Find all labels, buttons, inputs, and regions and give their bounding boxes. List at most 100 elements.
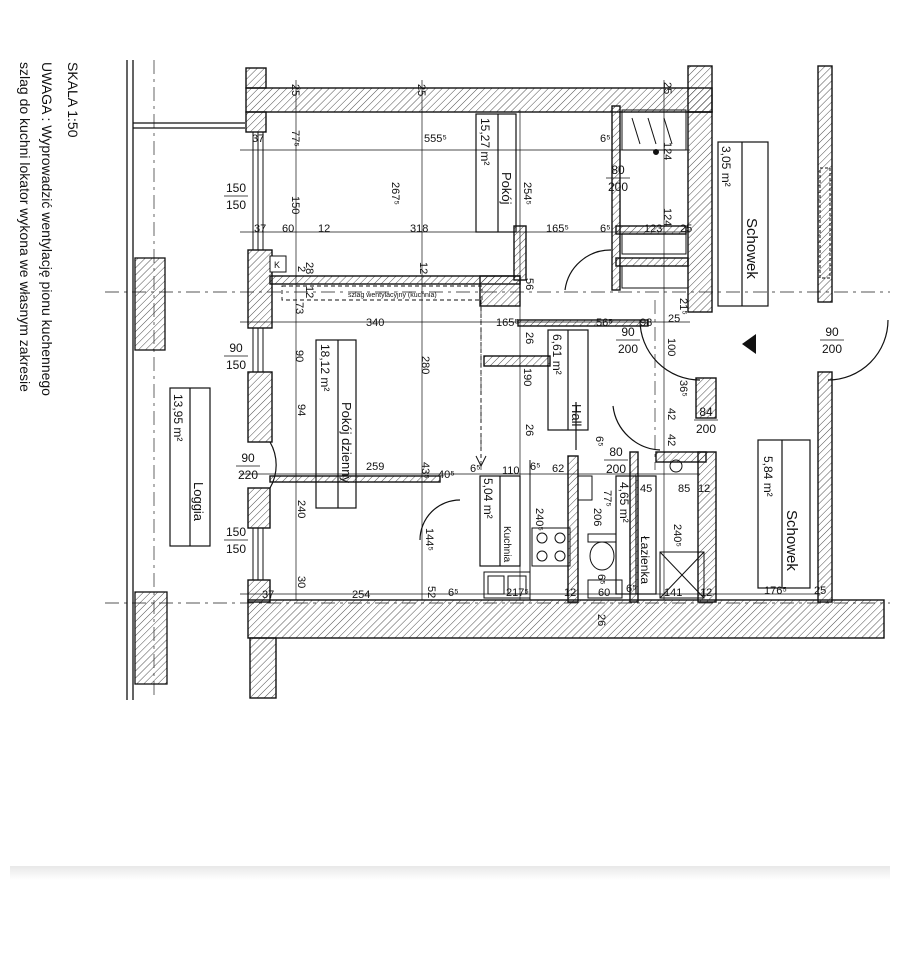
room-area-pokoj: 15,27 m² xyxy=(478,118,492,165)
dimension-label: 21⁵ xyxy=(677,298,689,315)
washbasin-icon xyxy=(577,475,593,501)
dimension-label: 62 xyxy=(552,463,564,475)
opening-labels: 1501509015090220150150802009020090200842… xyxy=(224,163,844,556)
dimension-label: 52 xyxy=(425,586,437,598)
dimension-label: 240 xyxy=(295,500,307,518)
dimension-label: 77⁵ xyxy=(601,490,613,507)
dimension-label: 37 xyxy=(262,589,274,601)
dimension-label: 6⁵ xyxy=(470,463,481,475)
dimension-label: 6⁵ xyxy=(600,223,611,235)
dimension-label: 6⁵ xyxy=(626,583,637,595)
chimney-k-label: K xyxy=(274,260,280,270)
dimension-label: 6⁵ xyxy=(530,461,541,473)
dimension-label: 85 xyxy=(678,483,690,495)
dimension-label: 6⁵ xyxy=(595,574,607,585)
room-area-pokoj-dzienny: 18,12 m² xyxy=(318,344,332,391)
dimension-label: 26 xyxy=(595,614,607,626)
dimension-label: 150 xyxy=(289,196,301,214)
dimension-label: 37 xyxy=(254,223,266,235)
dimension-label: 60 xyxy=(282,223,294,235)
room-name-schowek-top: Schowek xyxy=(743,218,760,279)
dimension-label: 555⁵ xyxy=(424,133,447,145)
room-area-schowek-top: 3,05 m² xyxy=(719,146,733,187)
dimension-label: 318 xyxy=(410,223,428,235)
dimension-label: 56 xyxy=(523,278,535,290)
room-name-pokoj: Pokój xyxy=(499,172,514,205)
dimension-label: 165⁵ xyxy=(546,223,569,235)
opening-height: 200 xyxy=(606,462,626,476)
dimension-label: 26 xyxy=(523,424,535,436)
room-box-schowek-right xyxy=(757,439,811,589)
opening-height: 150 xyxy=(226,358,246,372)
stove-burner-icon xyxy=(536,550,548,562)
dimension-label: 12 xyxy=(303,286,315,298)
dimension-label: 12 xyxy=(700,587,712,599)
scan-bottom-edge xyxy=(10,866,890,880)
opening-width: 80 xyxy=(609,445,623,459)
room-labels xyxy=(169,113,811,595)
room-name-lazienka: Łazienka xyxy=(638,536,652,584)
dimension-label: 123 xyxy=(644,223,662,235)
plan-notes: SKALA 1:50 UWAGA : Wyprowadzić wentylacj… xyxy=(17,62,81,396)
dimension-label: 206 xyxy=(591,508,603,526)
dimension-label: 141 xyxy=(664,587,682,599)
room-name-hall: Hall xyxy=(569,404,584,427)
dimension-label: 26 xyxy=(523,332,535,344)
warning-note-line2: szlag do kuchni lokator wykona we własny… xyxy=(17,62,33,392)
opening-width: 80 xyxy=(611,163,625,177)
stove-burner-icon xyxy=(554,550,566,562)
opening-height: 200 xyxy=(618,342,638,356)
door-swings xyxy=(269,249,889,541)
dimension-label: 144⁵ xyxy=(423,528,435,551)
dimension-label: 254⁵ xyxy=(521,182,533,205)
windows xyxy=(252,132,264,580)
dimension-label: 40⁵ xyxy=(438,469,455,481)
room-text: 15,27 m² Pokój 18,12 m² Pokój dzienny 13… xyxy=(171,118,800,584)
dimension-label: 124 xyxy=(661,208,673,226)
dimension-label: 98 xyxy=(640,317,652,329)
dimension-label: 254 xyxy=(352,589,370,601)
dimension-label: 42 xyxy=(665,408,677,420)
dimension-label: 25 xyxy=(668,313,680,325)
room-area-hall: 6,61 m² xyxy=(550,334,564,375)
dimension-label: 165⁵ xyxy=(496,317,519,329)
dimension-label: 37 xyxy=(252,133,264,145)
opening-height: 220 xyxy=(238,468,258,482)
dimension-label: 12 xyxy=(417,262,429,274)
dimension-label: 12 xyxy=(698,483,710,495)
walls xyxy=(245,65,885,699)
boiler-icon xyxy=(669,459,683,473)
dimension-label: 94 xyxy=(295,404,307,416)
dimension-label: 28 xyxy=(303,262,315,274)
room-box-pokoj xyxy=(475,113,517,233)
dimension-label: 259 xyxy=(366,461,384,473)
dimension-lines xyxy=(240,80,820,600)
dimension-label: 240⁵ xyxy=(533,508,545,531)
dimension-label: 56⁵ xyxy=(596,317,613,329)
opening-width: 90 xyxy=(825,325,839,339)
room-area-kuchnia: 5,04 m² xyxy=(481,478,495,519)
stove-burner-icon xyxy=(536,532,548,544)
dimension-label: 6⁵ xyxy=(593,436,605,447)
dimension-label: 176⁵ xyxy=(764,585,787,597)
vent-shaft: szlag wentylacyjny (kuchnia) K xyxy=(269,255,487,468)
opening-width: 90 xyxy=(241,451,255,465)
room-name-kuchnia: Kuchnia xyxy=(501,526,512,563)
kitchen-fixtures xyxy=(483,460,571,600)
room-area-loggia: 13,95 m² xyxy=(171,394,185,441)
dimension-label: 42 xyxy=(665,434,677,446)
room-box-schowek-top xyxy=(717,141,769,307)
room-name-loggia: Loggia xyxy=(191,482,206,522)
dimension-label: 124 xyxy=(661,142,673,160)
entrance-arrow-icon xyxy=(742,334,756,354)
loggia-frame xyxy=(126,60,245,700)
